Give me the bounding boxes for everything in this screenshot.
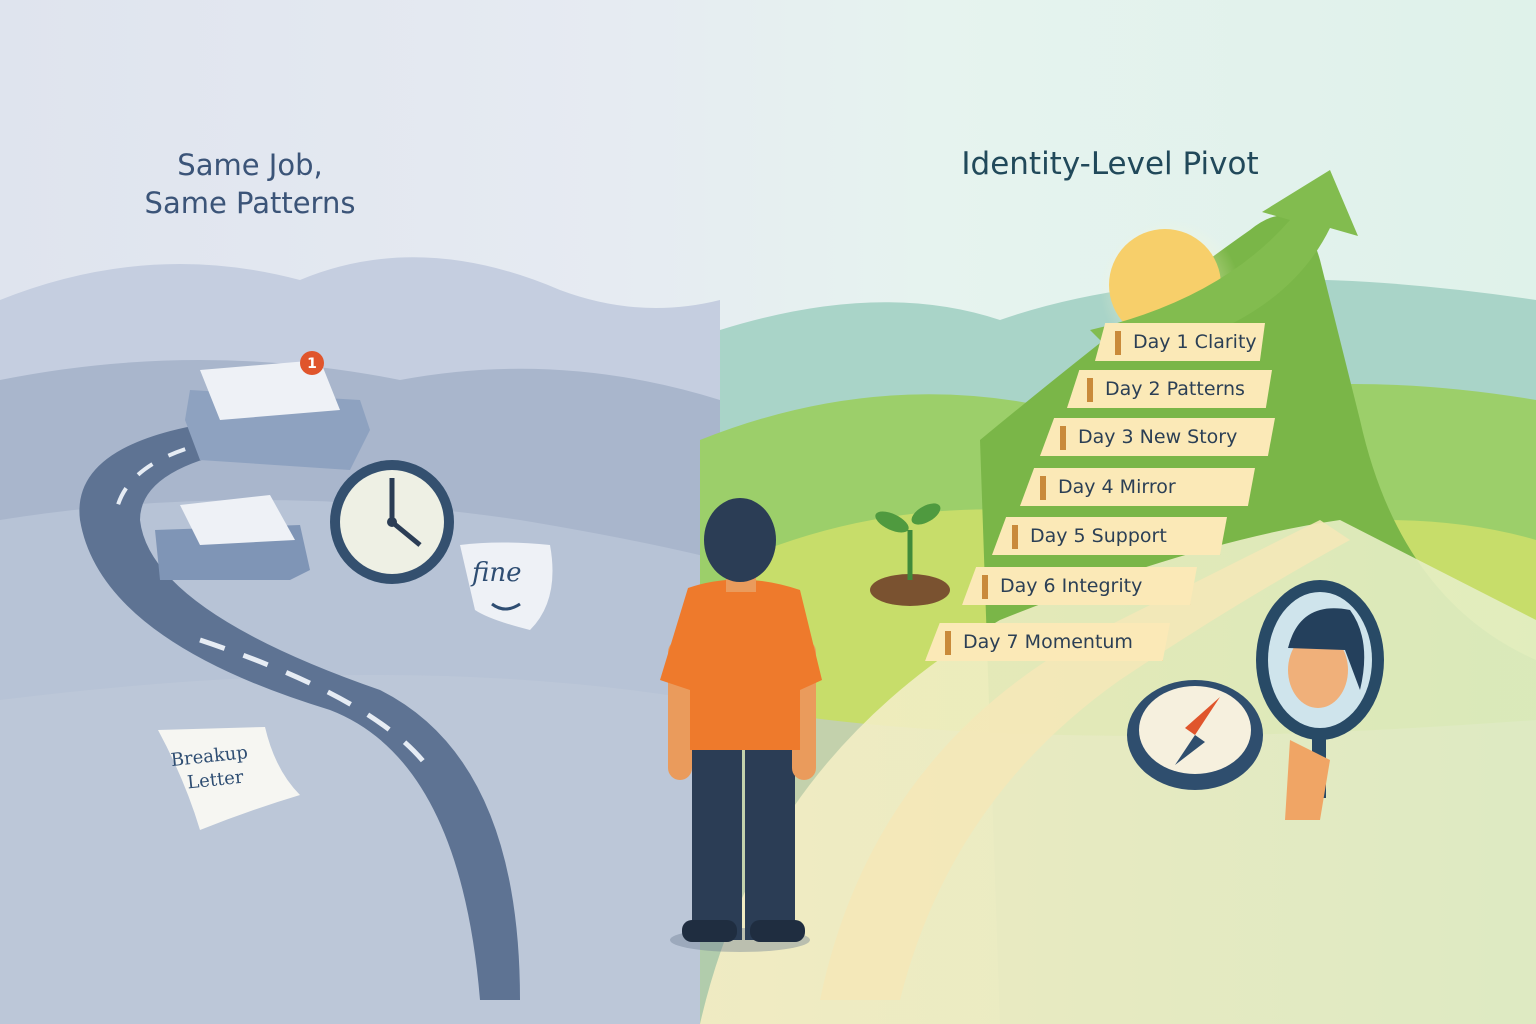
step-day-1: Day 1 Clarity [1095, 323, 1265, 361]
step-label: Day 7 Momentum [963, 631, 1133, 653]
step-peg-icon [1115, 330, 1121, 355]
breakup-letter: Breakup Letter [170, 741, 252, 797]
step-peg-icon [1087, 377, 1093, 402]
step-peg-icon [1060, 425, 1066, 450]
step-label: Day 5 Support [1030, 525, 1167, 547]
step-day-2: Day 2 Patterns [1067, 370, 1272, 408]
step-peg-icon [1040, 475, 1046, 500]
inbox-tray-icon: 1 [185, 351, 370, 470]
left-title-line2: Same Patterns [144, 186, 356, 220]
step-day-3: Day 3 New Story [1040, 418, 1275, 456]
step-peg-icon [982, 574, 988, 599]
step-label: Day 3 New Story [1078, 426, 1238, 448]
step-day-7: Day 7 Momentum [925, 623, 1170, 661]
step-label: Day 4 Mirror [1058, 476, 1176, 498]
svg-text:1: 1 [307, 356, 317, 372]
step-day-5: Day 5 Support [992, 517, 1227, 555]
left-title: Same Job, Same Patterns [100, 146, 400, 222]
left-title-line1: Same Job, [177, 148, 323, 182]
person-figure [660, 498, 822, 952]
step-day-4: Day 4 Mirror [1020, 468, 1255, 506]
step-label: Day 6 Integrity [1000, 575, 1143, 597]
fine-note-text: fine [472, 558, 522, 588]
step-day-6: Day 6 Integrity [962, 567, 1197, 605]
envelope-tray-icon [155, 495, 310, 580]
step-peg-icon [945, 630, 951, 655]
step-label: Day 2 Patterns [1105, 378, 1245, 400]
step-label: Day 1 Clarity [1133, 331, 1257, 353]
clock-icon [330, 460, 454, 584]
right-title: Identity-Level Pivot [961, 146, 1259, 182]
step-peg-icon [1012, 524, 1018, 549]
